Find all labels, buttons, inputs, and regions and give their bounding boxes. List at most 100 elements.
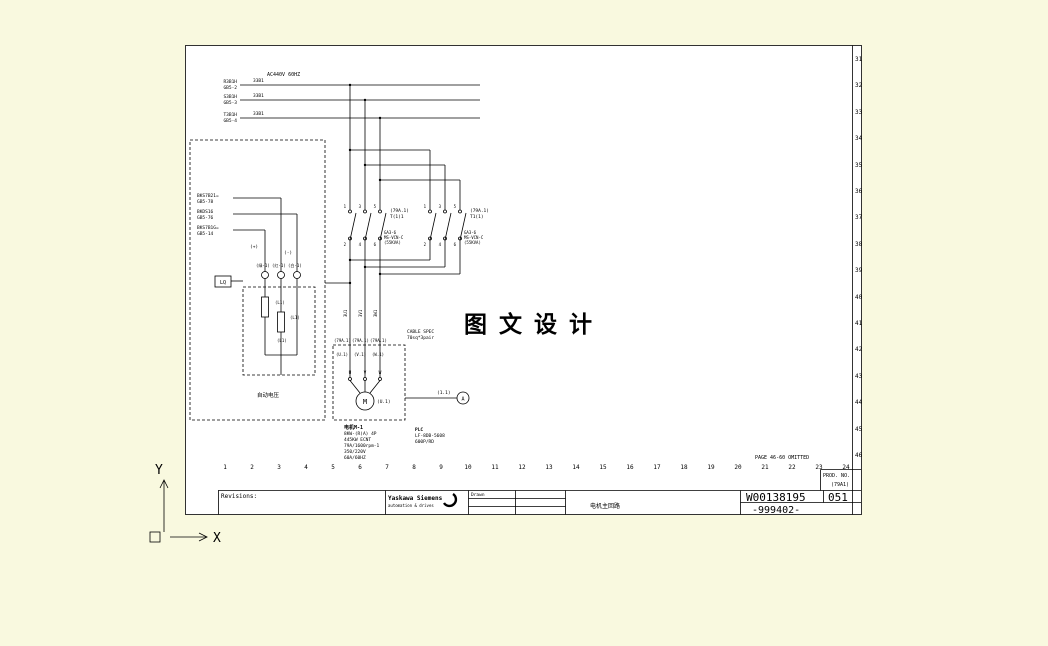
column-number: 19 [707, 464, 715, 471]
panel-row-ref: GB5-14 [197, 231, 214, 237]
contactor-model: (55KVA) [464, 240, 481, 245]
contactor-model: (55KVA) [384, 240, 401, 245]
motor-terminal: (V.1) [354, 352, 366, 357]
column-number: 22 [788, 464, 796, 471]
vendor-name: Yaskawa Siemens [388, 495, 443, 502]
lamp-symbol [261, 271, 269, 279]
schematic-drawing: 31 32 33 34 35 36 37 38 39 40 41 42 43 4… [185, 45, 862, 515]
cable-spec-value: 70sq*3pair [407, 335, 434, 341]
resistor-symbol [261, 296, 269, 318]
drawing-sheet: 31 32 33 34 35 36 37 38 39 40 41 42 43 4… [185, 45, 862, 515]
zone-numbers-right: 31 32 33 34 35 36 37 38 39 40 41 42 43 4… [855, 56, 862, 459]
column-number: 11 [491, 464, 499, 471]
zone-number: 39 [855, 267, 862, 274]
zone-number: 36 [855, 188, 862, 195]
zone-number: 44 [855, 399, 862, 406]
contactor-tag: (79A.1) [470, 208, 489, 214]
polarity-plus: (+) [250, 244, 258, 250]
aux-device: A (1.1) [437, 390, 470, 405]
main-wiring [325, 83, 461, 399]
motor-tag: (U.1) [377, 399, 391, 405]
resistor-label: (L1) [277, 338, 287, 343]
motor-symbol: M [363, 398, 367, 406]
lamp-symbol [293, 271, 301, 279]
revisions-label: Revisions: [221, 493, 257, 500]
wire-number: 33B1 [253, 93, 264, 99]
prod-no-value: (79A1) [831, 482, 849, 488]
contactor-tag2: T(1)1 [390, 214, 404, 220]
plc-spec-line: 600P/RD [415, 439, 434, 445]
column-number: 8 [412, 464, 416, 471]
drawn-label: Drawn [471, 492, 485, 498]
column-number: 18 [680, 464, 688, 471]
cable-spec-title: CABLE SPEC [407, 329, 434, 335]
control-panel: BKS7B21= GB5-78 BKDS16 GB5-76 BKS7B1G= G… [189, 139, 326, 421]
motor-pin: U [349, 370, 352, 376]
zone-number: 33 [855, 109, 862, 116]
pin-number: 1 [344, 204, 347, 209]
phase-ref: GB5-4 [223, 118, 237, 124]
panel-row-name: BKS7B21= [197, 193, 219, 199]
motor-symbol-circle [355, 391, 375, 411]
column-number: 24 [842, 464, 850, 471]
plc-spec-line: LF-8DB-5608 [415, 433, 445, 439]
pin-number: 6 [454, 242, 457, 247]
panel-row-name: BKS7B1G= [197, 225, 219, 231]
motor-spec-block: 电机M-1 8KW-(R)A) 4P 445KW ECNT 79A/1600rp… [344, 424, 380, 461]
pin-number: 2 [344, 242, 347, 247]
lq-box [214, 275, 232, 288]
column-number: 5 [331, 464, 335, 471]
motor-pin: W [379, 370, 382, 376]
watermark: 图 文 设 计 [450, 302, 608, 342]
zone-number: 40 [855, 294, 862, 301]
column-number: 3 [277, 464, 281, 471]
aux-symbol: A [461, 397, 464, 403]
phase-ref: GB5-2 [223, 85, 237, 91]
phase-name: S3B1H [223, 94, 237, 100]
contactor-tag2: T1(1) [470, 214, 484, 220]
contactor-2: 1 3 5 2 4 6 (79A.1) T1(1) GA3-6 MS-VCN-C… [424, 204, 489, 247]
title-block: Revisions: Yaskawa Siemens automation & … [218, 469, 861, 515]
motor-spec-line: 电机M-1 [344, 424, 363, 431]
plc-spec-line: PLC [415, 427, 423, 433]
lq-label: LQ [220, 280, 226, 286]
contactor-1: 1 3 5 2 4 6 (79A.1) T(1)1 GA3-6 MS-VCN-C… [344, 204, 409, 247]
ucs-y-label: Y [155, 463, 163, 478]
column-number: 7 [385, 464, 389, 471]
wire-number: 33B1 [253, 111, 264, 117]
motor-spec-line: 350/220V [344, 449, 366, 455]
polarity-minus: (-) [284, 250, 292, 256]
wire-label: 3V1 [358, 309, 363, 317]
drawing-title: 电机主回路 [590, 502, 620, 510]
panel-row-name: BKDS16 [197, 209, 214, 215]
column-number: 21 [761, 464, 769, 471]
feeder-label: (79A.1) [352, 338, 369, 343]
column-number: 12 [518, 464, 526, 471]
contactor-model: GA3-6 [464, 230, 477, 235]
column-number: 15 [599, 464, 607, 471]
phase-name: T3B1H [223, 112, 237, 118]
pin-number: 5 [454, 204, 457, 209]
resistor-box [242, 286, 316, 376]
column-number: 16 [626, 464, 634, 471]
pin-number: 6 [374, 242, 377, 247]
pin-number: 4 [359, 242, 362, 247]
wire-labels: 3U1 3V1 3W1 (79A.1) (79A.1) (79A.1) CABL… [334, 309, 434, 343]
column-number: 17 [653, 464, 661, 471]
zone-number: 41 [855, 320, 862, 327]
power-rating-label: AC440V 60HZ [267, 72, 300, 78]
pin-number: 3 [439, 204, 442, 209]
motor-terminal-box: (U.1) (V.1) (W.1) U V W M (U.1) [332, 344, 406, 421]
doc-number: W00138195 [746, 491, 806, 504]
zone-numbers-bottom: 1 2 3 4 5 6 7 8 9 10 11 12 13 14 15 16 1… [223, 455, 850, 471]
prod-no-label: PROD. NO. [823, 473, 850, 479]
vendor-logo-swirl [442, 492, 458, 508]
column-number: 2 [250, 464, 254, 471]
motor-spec-line: 8KW-(R)A) 4P [344, 431, 377, 437]
lamp-label: (红-1) [272, 262, 286, 268]
zone-number: 31 [855, 56, 862, 63]
column-number: 6 [358, 464, 362, 471]
lamp-symbol [277, 271, 285, 279]
zone-number: 46 [855, 452, 862, 459]
motor-spec-line: 60A/60HZ [344, 455, 366, 461]
